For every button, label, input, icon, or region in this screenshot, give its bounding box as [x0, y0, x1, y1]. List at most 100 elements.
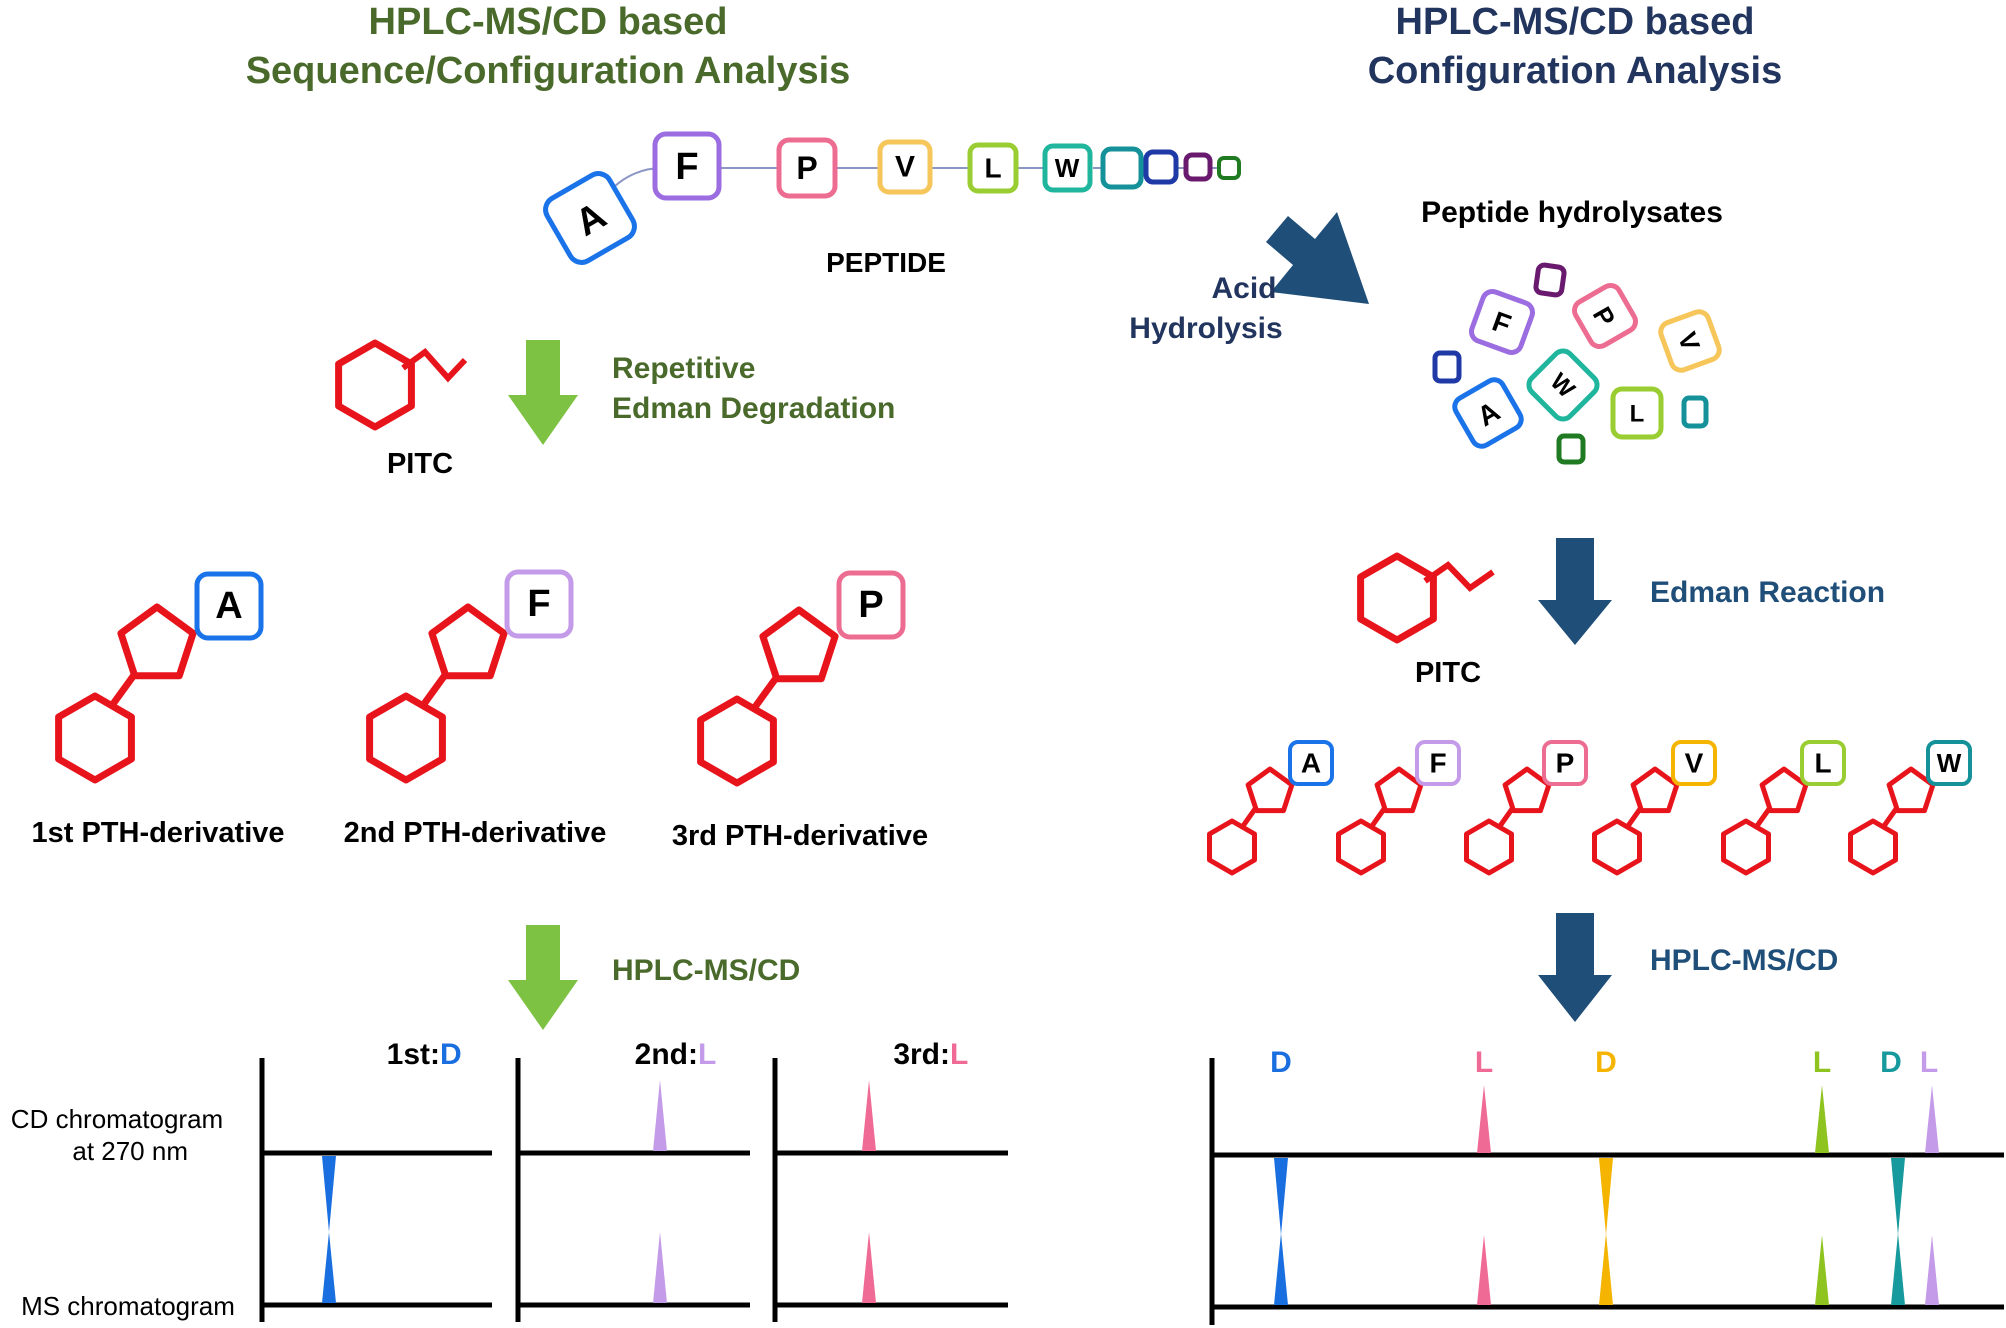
edman-degradation-line2: Edman Degradation	[612, 392, 895, 425]
ms-peak-f	[1477, 1235, 1491, 1305]
panel-2-header: 2nd: L	[635, 1038, 717, 1071]
peptide-residue-teal-box	[1100, 146, 1144, 190]
ms-peak-panel3	[862, 1232, 876, 1303]
cd-peak-panel1	[322, 1156, 336, 1232]
pth-small-f: F	[1339, 740, 1461, 873]
svg-text:F: F	[1429, 748, 1446, 779]
svg-text:P: P	[1556, 748, 1575, 779]
panel-1-header: 1st: D	[387, 1038, 462, 1071]
svg-text:F: F	[527, 583, 550, 625]
cd-peak-panel3	[862, 1080, 876, 1151]
cd-peak-a	[1274, 1158, 1288, 1235]
chromatogram-axes-left	[259, 1058, 1008, 1322]
svg-text:3rd:: 3rd:	[893, 1038, 950, 1071]
hplc-label-right: HPLC-MS/CD	[1650, 944, 1838, 977]
right-title-line1: HPLC-MS/CD based	[1396, 1, 1755, 43]
cd-peak-v	[1815, 1085, 1829, 1153]
cd-chromatogram-label-line2: at 270 nm	[72, 1136, 188, 1166]
svg-text:A: A	[215, 585, 242, 627]
right-title-line2: Configuration Analysis	[1368, 50, 1783, 92]
cd-peak-p	[1599, 1158, 1613, 1235]
pth-derivative-2-label: 2nd PTH-derivative	[344, 817, 607, 849]
panel-3-header: 3rd: L	[893, 1038, 968, 1071]
pth-derivative-1-label: 1st PTH-derivative	[31, 817, 284, 849]
svg-text:F: F	[675, 146, 698, 188]
peak-label-l-lime: L	[1813, 1046, 1831, 1079]
edman-degradation-line1: Repetitive	[612, 352, 755, 385]
pth-small-a: A	[1210, 740, 1334, 873]
cd-peak-panel2	[653, 1080, 667, 1151]
peptide-chain: A F P V L W	[543, 131, 1241, 265]
peptide-residue-navy-box	[1143, 149, 1179, 185]
peptide-residue-w: W	[1042, 143, 1093, 193]
pth-small-l: L	[1724, 740, 1846, 873]
peptide-residue-f: F	[652, 131, 722, 201]
svg-text:P: P	[796, 150, 817, 186]
edman-reaction-label: Edman Reaction	[1650, 576, 1885, 609]
left-title-line1: HPLC-MS/CD based	[369, 1, 728, 43]
peak-label-d-gold: D	[1595, 1046, 1617, 1079]
right-peak-labels: D L D L D L	[1270, 1046, 1938, 1079]
pitc-label-left: PITC	[387, 448, 453, 480]
peptide-residue-a: A	[543, 171, 637, 265]
pitc-label-right: PITC	[1415, 657, 1481, 689]
svg-text:A: A	[1301, 748, 1321, 779]
cd-peak-f	[1477, 1085, 1491, 1153]
ms-peak-a	[1274, 1233, 1288, 1305]
down-arrow-green-2	[508, 925, 578, 1030]
svg-text:W: W	[1937, 748, 1962, 778]
pth-row: A F P V L	[1210, 740, 1972, 873]
acid-hydrolysis-line2: Hydrolysis	[1129, 312, 1282, 345]
pth-derivative-2: F	[370, 569, 574, 780]
svg-text:L: L	[1630, 401, 1645, 428]
panel-3-config: L	[950, 1038, 968, 1071]
ms-peak-panel1	[322, 1232, 336, 1303]
ms-peak-v	[1815, 1235, 1829, 1305]
down-arrow-navy-2	[1538, 913, 1612, 1022]
ms-peak-panel2	[653, 1232, 667, 1303]
panel-2-config: L	[698, 1038, 716, 1071]
svg-text:1st:: 1st:	[387, 1038, 440, 1071]
svg-text:V: V	[1685, 748, 1704, 779]
cd-peak-w	[1925, 1085, 1939, 1153]
svg-text:L: L	[984, 153, 1001, 184]
diagonal-arrow-navy	[1266, 212, 1369, 304]
pth-derivative-1: A	[59, 571, 264, 780]
down-arrow-navy-1	[1538, 538, 1612, 645]
pth-small-v: V	[1595, 740, 1717, 873]
svg-text:W: W	[1055, 153, 1080, 183]
svg-text:L: L	[1814, 748, 1831, 779]
peptide-residue-green-box	[1217, 156, 1241, 180]
ms-peak-p	[1599, 1233, 1613, 1305]
cd-peak-l	[1891, 1158, 1905, 1235]
svg-text:P: P	[858, 584, 883, 626]
peak-label-d-blue: D	[1270, 1046, 1292, 1079]
peptide-residue-p: P	[776, 137, 838, 199]
pth-derivative-3-label: 3rd PTH-derivative	[672, 820, 928, 852]
pth-small-w: W	[1851, 740, 1972, 873]
peak-label-l-pink: L	[1475, 1046, 1493, 1079]
hplc-label-left: HPLC-MS/CD	[612, 954, 800, 987]
pitc-molecule-left	[339, 343, 468, 427]
left-title-line2: Sequence/Configuration Analysis	[246, 50, 851, 92]
chromatogram-axes-right	[1209, 1058, 2004, 1325]
peak-label-l-lavender: L	[1920, 1046, 1938, 1079]
svg-text:V: V	[895, 151, 915, 184]
acid-hydrolysis-line1: Acid	[1211, 272, 1276, 305]
down-arrow-green-1	[508, 340, 578, 445]
cd-chromatogram-label-line1: CD chromatogram	[11, 1104, 223, 1134]
hydrolysate-cluster: F P V A W L	[1432, 262, 1722, 465]
peptide-residue-v: V	[877, 139, 933, 195]
pth-derivative-3: P	[701, 570, 906, 783]
ms-peak-l	[1891, 1233, 1905, 1305]
ms-peak-w	[1925, 1235, 1939, 1305]
panel-1-config: D	[440, 1038, 462, 1071]
peptide-hydrolysates-label: Peptide hydrolysates	[1421, 196, 1723, 229]
peptide-residue-purple-box	[1183, 152, 1213, 182]
peptide-label: PEPTIDE	[826, 247, 946, 278]
peak-label-d-teal: D	[1880, 1046, 1902, 1079]
pth-small-p: P	[1467, 740, 1588, 873]
peptide-residue-l: L	[967, 142, 1019, 194]
ms-chromatogram-label: MS chromatogram	[21, 1291, 235, 1321]
